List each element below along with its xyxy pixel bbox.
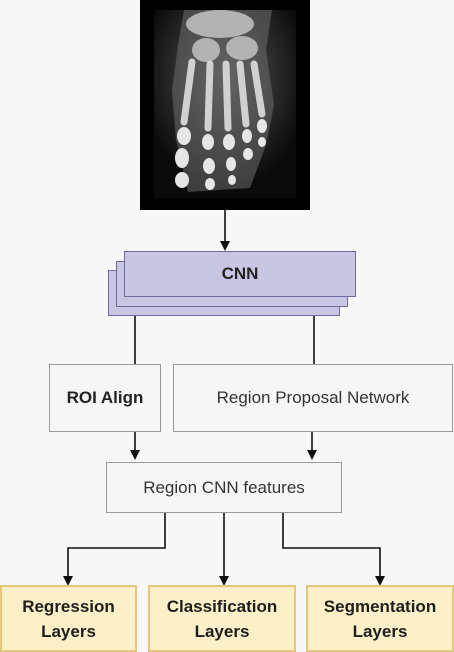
cnn-label: CNN <box>221 264 259 283</box>
roi-align-box: ROI Align <box>49 364 161 432</box>
segmentation-label-line2: Layers <box>352 621 408 641</box>
region-cnn-features-box: Region CNN features <box>106 462 342 513</box>
classification-label-line1: Classification <box>166 596 278 616</box>
regression-layers-box: Regression Layers <box>0 585 137 652</box>
classification-layers-box: Classification Layers <box>148 585 296 652</box>
region-proposal-network-box: Region Proposal Network <box>173 364 453 432</box>
arrow-features-to-segmentation <box>282 513 385 586</box>
regression-label-line2: Layers <box>41 621 96 641</box>
foot-xray-image <box>140 0 310 210</box>
foot-xray-illustration <box>154 10 296 198</box>
regression-label-line1: Regression <box>22 596 115 616</box>
segmentation-label-line1: Segmentation <box>323 596 437 616</box>
classification-label-line2: Layers <box>194 621 250 641</box>
segmentation-layers-box: Segmentation Layers <box>306 585 454 652</box>
features-label: Region CNN features <box>143 477 305 497</box>
cnn-block: CNN <box>124 251 356 297</box>
arrow-features-to-regression <box>63 513 166 586</box>
roi-align-label: ROI Align <box>66 388 144 407</box>
rpn-label: Region Proposal Network <box>216 388 410 407</box>
